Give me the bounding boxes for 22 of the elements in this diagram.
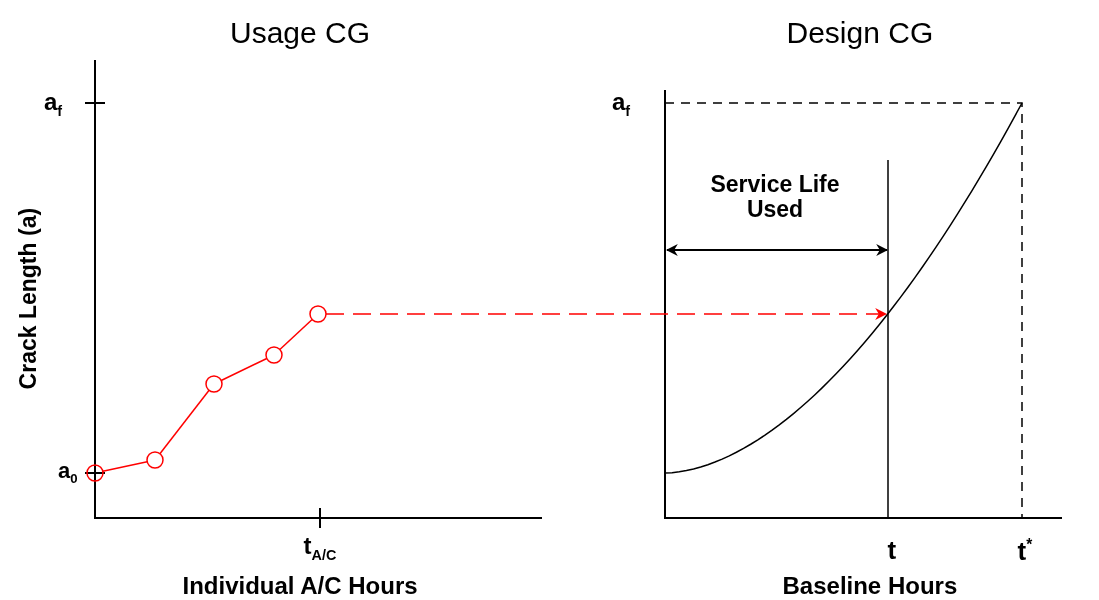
axis-tick-label: t$_{A/C}$ xyxy=(303,532,337,564)
dimension-label: Service Life Used xyxy=(709,171,841,223)
connector-line xyxy=(159,389,210,455)
data-point-marker xyxy=(309,305,327,323)
data-point-marker xyxy=(205,375,223,393)
data-point-marker xyxy=(265,346,283,364)
panel-title: Usage CG xyxy=(230,15,371,49)
connector-line xyxy=(279,318,313,351)
connector-line xyxy=(220,357,268,382)
axis-title: Individual A/C Hours xyxy=(182,573,418,600)
panel-title: Design CG xyxy=(786,15,934,49)
axis-title: Baseline Hours xyxy=(782,573,958,600)
axis-tick-label: a$_{f}$ xyxy=(612,88,631,120)
data-point-marker xyxy=(86,464,104,482)
dashed-arrow xyxy=(325,308,888,320)
data-point-marker xyxy=(146,451,164,469)
axis-tick-label: t$^{*}$ xyxy=(1017,535,1033,565)
axis-tick-label: a$_{0}$ xyxy=(58,459,78,487)
axis-tick-label: t xyxy=(887,535,897,565)
connector-line xyxy=(102,460,148,473)
axis-title: Crack Length (a) xyxy=(15,207,41,389)
axis-tick-label: a$_{f}$ xyxy=(44,88,63,120)
